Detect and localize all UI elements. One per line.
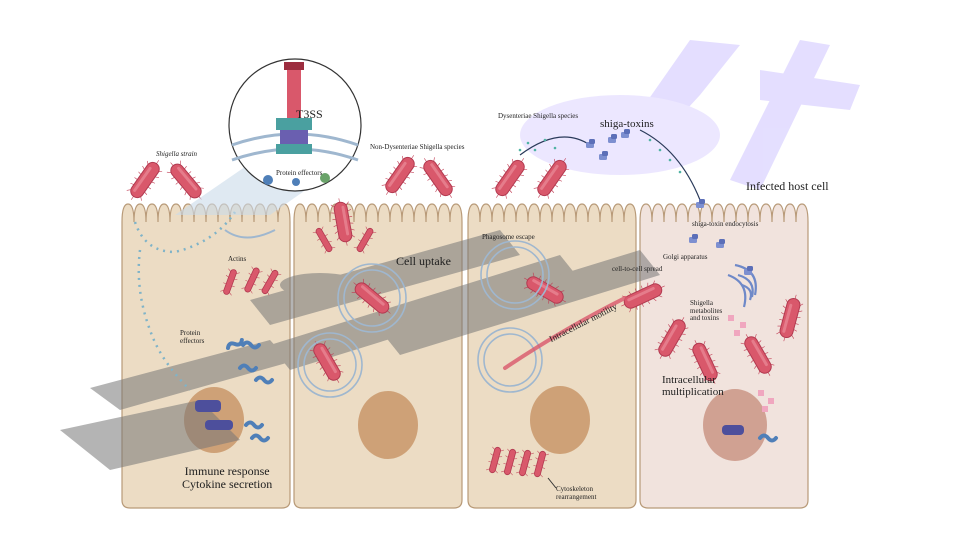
protein-effectors-inset-label: Protein effectors bbox=[276, 169, 323, 177]
cytoskeleton-arrow bbox=[547, 477, 557, 489]
phagosome-escape-label: Phagosome escape bbox=[482, 233, 535, 241]
cytoskeleton-label: Cytoskeleton rearrangement bbox=[556, 485, 597, 501]
intracellular-motility-trail bbox=[503, 296, 627, 370]
infected-host-cell-label: Infected host cell bbox=[746, 179, 829, 193]
t3ss-inset bbox=[175, 58, 362, 215]
cell-to-cell-spread-label: cell-to-cell spread bbox=[612, 265, 663, 273]
actins-label: Actins bbox=[228, 255, 247, 263]
golgi-apparatus-label: Golgi apparatus bbox=[663, 253, 708, 261]
non-dysenteriae-label: Non-Dysenteriae Shigella species bbox=[370, 143, 465, 151]
t3ss-label: T3SS bbox=[296, 107, 323, 121]
protein-effectors-label: Protein effectors bbox=[180, 329, 205, 345]
immune-response-label: Immune response Cytokine secretion bbox=[182, 464, 273, 492]
cell-uptake-label: Cell uptake bbox=[396, 254, 451, 268]
shigella-metabolites-label: Shigella metabolites and toxins bbox=[690, 299, 723, 323]
shiga-toxin-release bbox=[518, 129, 705, 208]
infected-cell-toxins bbox=[689, 234, 774, 412]
golgi-apparatus bbox=[727, 263, 757, 308]
effector-injection-path bbox=[133, 211, 237, 391]
dysenteriae-label: Dysenteriae Shigella species bbox=[498, 112, 579, 120]
shiga-toxin-endocytosis-label: shiga-toxin endocytosis bbox=[692, 220, 759, 228]
shiga-toxins-label: shiga-toxins bbox=[600, 118, 654, 130]
intracellular-multiplication-label: Intracellular multiplication bbox=[662, 374, 724, 399]
phagosomes bbox=[224, 229, 550, 398]
watermark-glyphs bbox=[520, 40, 860, 190]
protein-effectors-cluster bbox=[195, 335, 778, 443]
gray-overlay-strokes bbox=[60, 230, 660, 470]
shigella-strain-label: Shigella strain bbox=[156, 150, 198, 158]
